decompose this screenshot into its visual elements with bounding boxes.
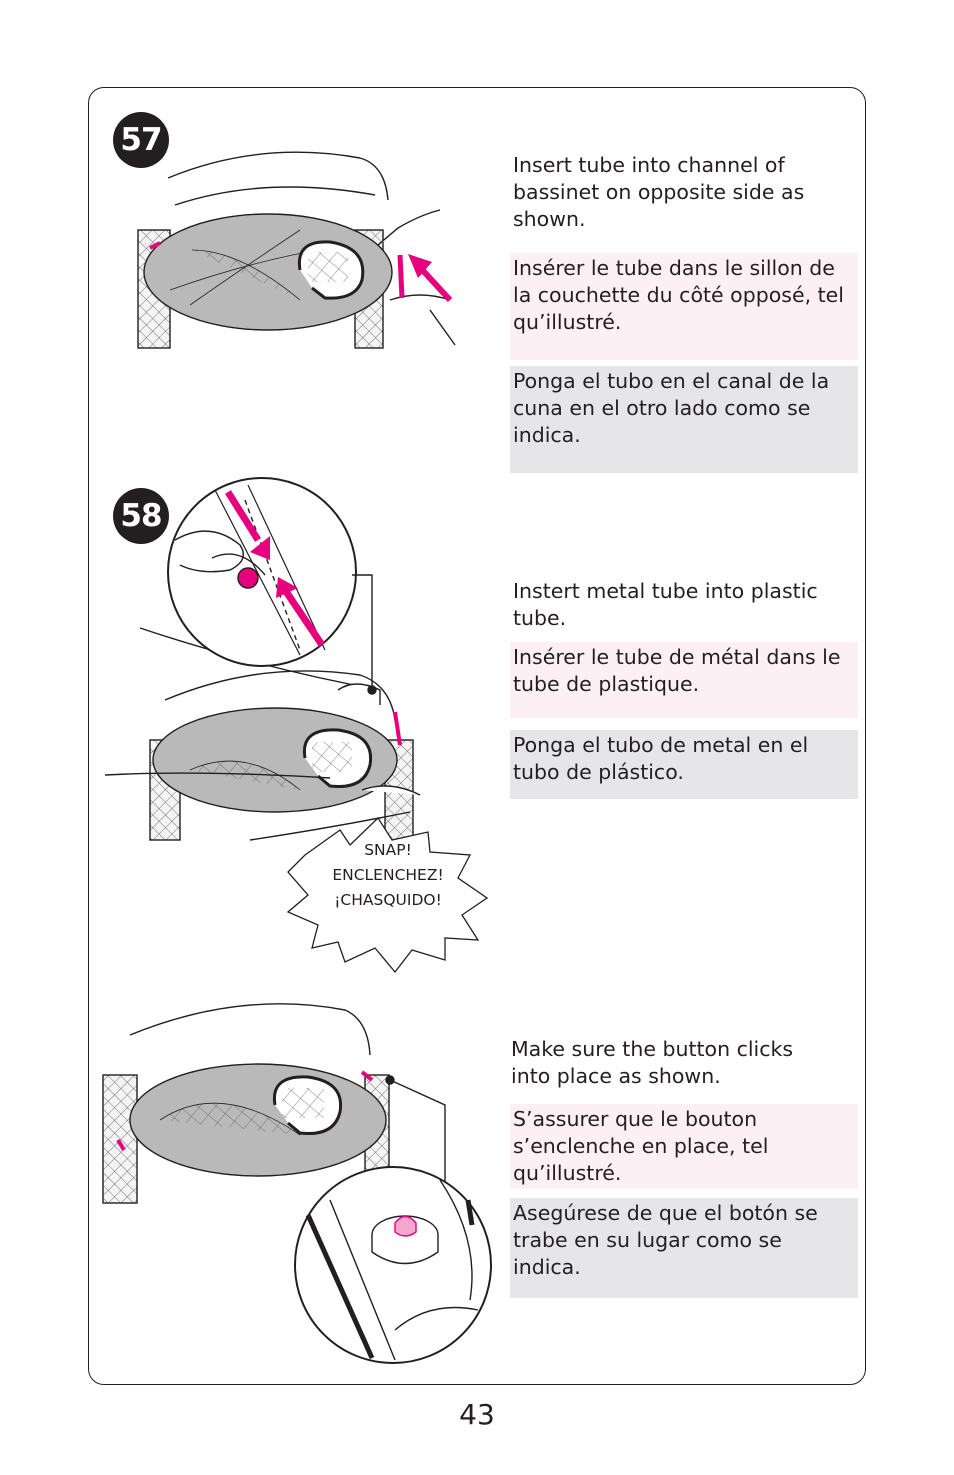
page-frame bbox=[88, 87, 866, 1385]
step-button-french: S’assurer que le bouton s’enclenche en p… bbox=[510, 1104, 858, 1189]
step-58-spanish: Ponga el tubo de metal en el tubo de plá… bbox=[510, 730, 858, 799]
step-button-spanish: Asegúrese de que el botón se trabe en su… bbox=[510, 1198, 858, 1298]
bassinet-illustration-button bbox=[102, 1003, 492, 1364]
page-number: 43 bbox=[459, 1398, 495, 1431]
step-57-english: Insert tube into channel of bassinet on … bbox=[513, 153, 805, 231]
snap-sound-text: SNAP! ENCLENCHEZ! ¡CHASQUIDO! bbox=[332, 841, 444, 909]
bassinet-illustration-57 bbox=[137, 151, 456, 349]
step-58-english: Instert metal tube into plastic tube. bbox=[513, 579, 818, 630]
step-57-spanish: Ponga el tubo en el canal de la cuna en … bbox=[510, 366, 858, 473]
bassinet-illustration-58 bbox=[104, 477, 421, 841]
step-button-english: Make sure the button clicks into place a… bbox=[511, 1037, 794, 1088]
step-57-french: Insérer le tube dans le sillon de la cou… bbox=[510, 253, 858, 360]
step-number-badge: 58 bbox=[113, 488, 169, 544]
snap-burst bbox=[286, 816, 489, 974]
step-58-french: Insérer le tube de métal dans le tube de… bbox=[510, 642, 858, 718]
step-number-badge: 57 bbox=[113, 112, 169, 168]
